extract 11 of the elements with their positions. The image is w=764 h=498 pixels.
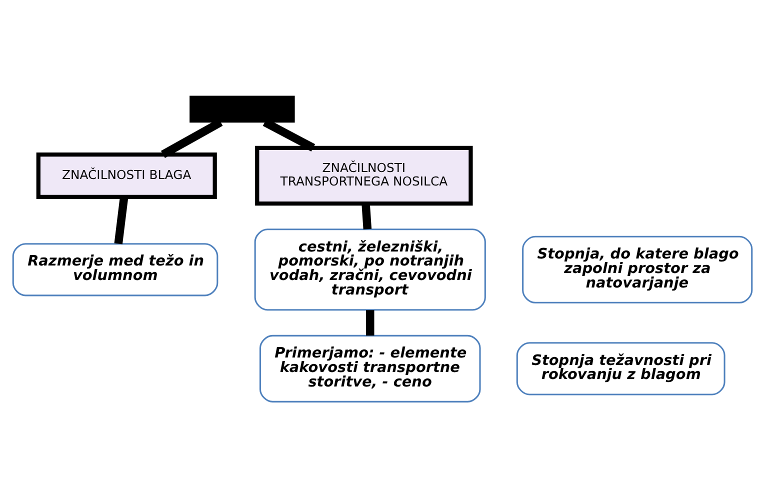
node-box: Primerjamo: - elemente kakovosti transportne storitve, - ceno (258, 334, 480, 402)
node-box: Razmerje med težo in volumnom (12, 243, 218, 296)
node-box: Stopnja, do katere blago zapolni prostor za natovarjanje (522, 236, 752, 304)
node-box: ZNAČILNOSTI TRANSPORTNEGA NOSILCA (254, 146, 472, 206)
connector (114, 196, 128, 244)
node-bar (189, 96, 294, 123)
node-box: Stopnja težavnosti pri rokovanju z blagom (516, 342, 725, 396)
connector (366, 310, 374, 336)
node-box: ZNAČILNOSTI BLAGA (36, 152, 216, 199)
node-box: cestni, železniški, pomorski, po notranjih vodah, zračni, cevovodni transport (254, 228, 486, 311)
connector (361, 204, 372, 230)
